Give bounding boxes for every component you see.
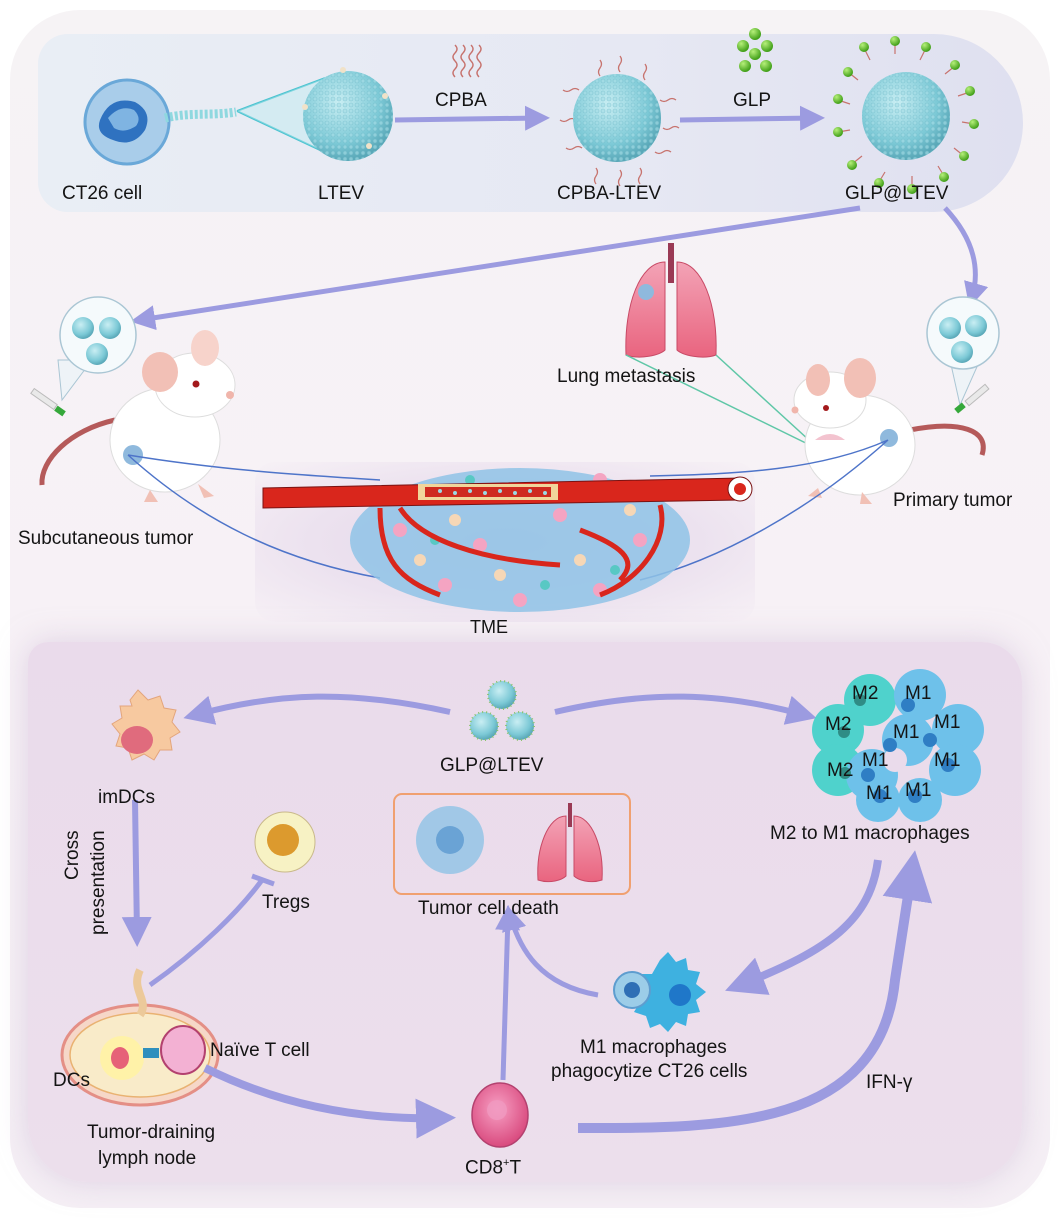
label-ifn-gamma: IFN-γ xyxy=(866,1072,913,1093)
cd8-t-cell-icon xyxy=(471,1082,529,1148)
inhibition-to-tregs xyxy=(148,878,265,988)
macrophage-label: M1 xyxy=(934,750,961,771)
label-m1-macrophages: M1 macrophages xyxy=(580,1037,727,1058)
lung-callout xyxy=(625,354,823,453)
macrophage-label: M2 xyxy=(825,714,852,735)
tme-callout-left xyxy=(127,454,381,579)
glp-ltev-cluster-icon xyxy=(469,680,535,741)
lung-icon xyxy=(537,803,603,883)
glp-polysaccharide-icon xyxy=(737,28,773,72)
label-phagocytize: phagocytize CT26 cells xyxy=(551,1061,748,1082)
syringe-icon-right xyxy=(954,383,990,414)
label-cpba-ltev: CPBA-LTEV xyxy=(557,183,662,204)
mouse-left-icon xyxy=(39,330,236,502)
cpba-ltev-vesicle-icon xyxy=(559,55,680,187)
arrow-cd8-to-death xyxy=(495,905,521,1081)
blood-vessel-icon xyxy=(262,476,753,598)
injection-bubble-right xyxy=(926,296,1000,407)
cd8-superscript: + xyxy=(503,1157,510,1169)
label-tme: TME xyxy=(470,617,508,637)
arrow-to-macrophages xyxy=(554,693,817,725)
lung-metastasis-icon xyxy=(625,243,717,358)
cd8-t-suffix: T xyxy=(509,1157,522,1179)
imdc-cell-icon xyxy=(111,689,181,761)
treg-cell-icon xyxy=(254,811,316,873)
label-m2-to-m1: M2 to M1 macrophages xyxy=(770,823,970,844)
arrow-m1-to-death xyxy=(502,905,599,998)
label-ltev: LTEV xyxy=(318,183,365,204)
ltev-vesicle-icon xyxy=(302,67,393,161)
label-naive-t-cell: Naïve T cell xyxy=(210,1040,310,1061)
label-dcs: DCs xyxy=(53,1070,90,1091)
injection-bubble-left xyxy=(57,296,137,402)
arrow-cpba-to-glp xyxy=(679,105,825,131)
glp-ltev-vesicle-icon xyxy=(833,36,979,194)
syringe-icon-left xyxy=(30,387,66,417)
label-cd8-t: CD8+T xyxy=(465,1157,521,1179)
label-imdcs: imDCs xyxy=(98,787,155,808)
arrow-cross-presentation xyxy=(121,799,152,947)
label-ct26-cell: CT26 cell xyxy=(62,183,143,204)
arrow-to-primary xyxy=(943,206,989,308)
macrophage-label: M2 xyxy=(852,683,879,704)
label-glp-ltev-mechanism: GLP@LTEV xyxy=(440,755,544,776)
label-glp-ltev: GLP@LTEV xyxy=(845,183,949,204)
macrophage-label: M1 xyxy=(866,783,893,804)
macrophage-label: M2 xyxy=(827,760,854,781)
macrophage-label: M1 xyxy=(905,683,932,704)
macrophage-cluster-icon xyxy=(812,669,984,822)
label-cpba: CPBA xyxy=(435,90,487,111)
arrow-lymph-to-cd8 xyxy=(203,1064,456,1139)
m1-phagocytosis-icon xyxy=(613,952,706,1032)
vesicle-stream xyxy=(163,107,237,123)
cpba-molecule-icon xyxy=(452,44,482,78)
macrophage-label: M1 xyxy=(934,712,961,733)
label-tumor-cell-death: Tumor cell death xyxy=(418,898,559,919)
macrophage-label: M1 xyxy=(893,722,920,743)
label-lung-metastasis: Lung metastasis xyxy=(557,366,696,387)
label-tumor-draining: Tumor-draining xyxy=(87,1122,216,1143)
label-tregs: Tregs xyxy=(262,892,310,913)
ct26-cell-icon xyxy=(83,78,171,166)
tumor-cell-death-box xyxy=(393,793,631,895)
arrow-ifn-gamma xyxy=(577,850,933,1134)
macrophage-label: M1 xyxy=(862,750,889,771)
arrow-ltev-to-cpba xyxy=(394,105,550,131)
arrow-to-subcutaneous xyxy=(130,205,861,331)
macrophage-label: M1 xyxy=(905,780,932,801)
arrow-macrophages-to-m1 xyxy=(725,859,882,995)
label-primary-tumor: Primary tumor xyxy=(893,490,1013,511)
zoom-cone xyxy=(236,77,326,151)
label-glp: GLP xyxy=(733,90,772,111)
lymph-node-icon xyxy=(60,968,220,1107)
label-cross: Cross xyxy=(62,830,83,880)
dead-tumor-cell-icon xyxy=(416,806,484,874)
label-presentation: presentation xyxy=(88,830,109,935)
cd8-text: CD8 xyxy=(465,1157,504,1179)
label-subcutaneous-tumor: Subcutaneous tumor xyxy=(18,528,194,549)
arrow-to-imdcs xyxy=(183,693,451,725)
label-lymph-node: lymph node xyxy=(98,1148,197,1169)
